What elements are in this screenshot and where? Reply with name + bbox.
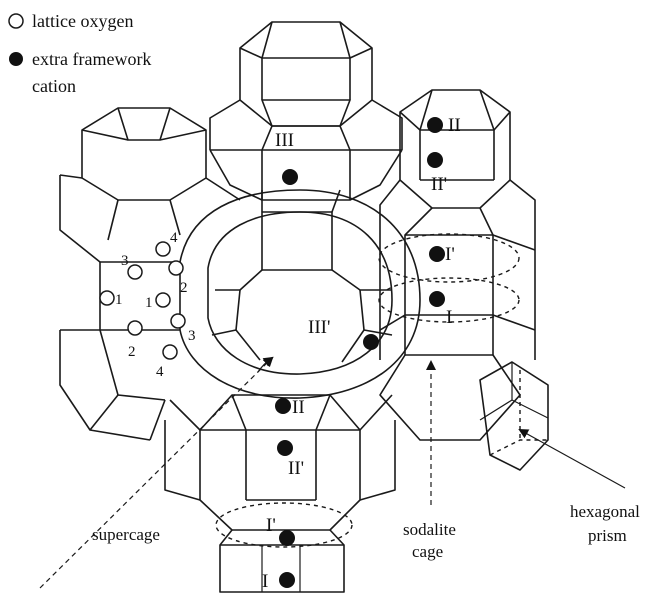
- oxygen-o4-lower: [163, 345, 177, 359]
- oxygen-label-o2-upper: 2: [180, 280, 188, 296]
- site-label-iiip: III': [308, 317, 330, 338]
- cation-site-ii-bottom: [275, 398, 291, 414]
- oxygen-o2-lower: [128, 321, 142, 335]
- oxygen-label-o4-upper: 4: [170, 230, 178, 246]
- cation-sites: [275, 117, 445, 588]
- oxygen-number-labels: 1 3 4 2 1 3 2 4: [115, 230, 196, 380]
- supercage-label: supercage: [92, 525, 160, 544]
- legend-extra-framework-label: extra framework: [32, 49, 151, 69]
- sodalite-cage-label-line2: cage: [412, 542, 443, 561]
- oxygen-label-o2-lower: 2: [128, 344, 136, 360]
- cation-site-ip-bottom: [279, 530, 295, 546]
- hexagonal-prism-arrow: [520, 430, 625, 488]
- left-sodalite-cage-upper: [60, 108, 240, 262]
- lattice-oxygen-sites: [100, 242, 185, 359]
- oxygen-o2-upper: [169, 261, 183, 275]
- cation-site-iip-right: [427, 152, 443, 168]
- site-label-iip-bottom: II': [288, 458, 304, 479]
- legend: lattice oxygen extra framework cation: [9, 11, 151, 96]
- site-label-ip-bottom: I': [266, 515, 276, 536]
- legend-filled-circle-icon: [9, 52, 23, 66]
- oxygen-label-o1-mid: 1: [145, 295, 153, 311]
- hexagonal-prism: [480, 362, 548, 470]
- framework-wireframe: [60, 22, 548, 592]
- site-label-ip-right: I': [445, 244, 455, 265]
- site-label-iii-top: III: [275, 130, 294, 151]
- site-label-ii-right: II: [448, 115, 461, 136]
- oxygen-o1-mid: [156, 293, 170, 307]
- supercage-arrow: [40, 358, 272, 588]
- cation-site-ip-right: [429, 246, 445, 262]
- bottom-sodalite-cage: [165, 395, 395, 592]
- site-label-i-right: I: [446, 307, 452, 328]
- hexagonal-prism-label-line2: prism: [588, 526, 627, 545]
- site-label-i-bottom: I: [262, 571, 268, 592]
- oxygen-o4-upper: [156, 242, 170, 256]
- oxygen-label-o4-lower: 4: [156, 364, 164, 380]
- cation-site-i-right: [429, 291, 445, 307]
- cation-site-ii-right: [427, 117, 443, 133]
- oxygen-label-o1-left: 1: [115, 292, 123, 308]
- site-label-ii-bottom: II: [292, 397, 305, 418]
- cation-site-i-bottom: [279, 572, 295, 588]
- sodalite-cage-label-line1: sodalite: [403, 520, 456, 539]
- site-label-iip-right: II': [431, 174, 447, 195]
- left-sodalite-cage-lower: [60, 262, 180, 440]
- legend-lattice-oxygen-label: lattice oxygen: [32, 11, 133, 31]
- legend-cation-label: cation: [32, 76, 76, 96]
- legend-open-circle-icon: [9, 14, 23, 28]
- oxygen-label-o3-upper: 3: [121, 253, 129, 269]
- supercage-ring: [180, 190, 420, 398]
- cation-site-iii-top: [282, 169, 298, 185]
- cation-site-iiip: [363, 334, 379, 350]
- hexagonal-prism-label-line1: hexagonal: [570, 502, 640, 521]
- oxygen-o3-upper: [128, 265, 142, 279]
- cation-site-iip-bottom: [277, 440, 293, 456]
- oxygen-o3-lower: [171, 314, 185, 328]
- top-sodalite-cage: [210, 22, 402, 200]
- oxygen-label-o3-lower: 3: [188, 328, 196, 344]
- oxygen-o1-left: [100, 291, 114, 305]
